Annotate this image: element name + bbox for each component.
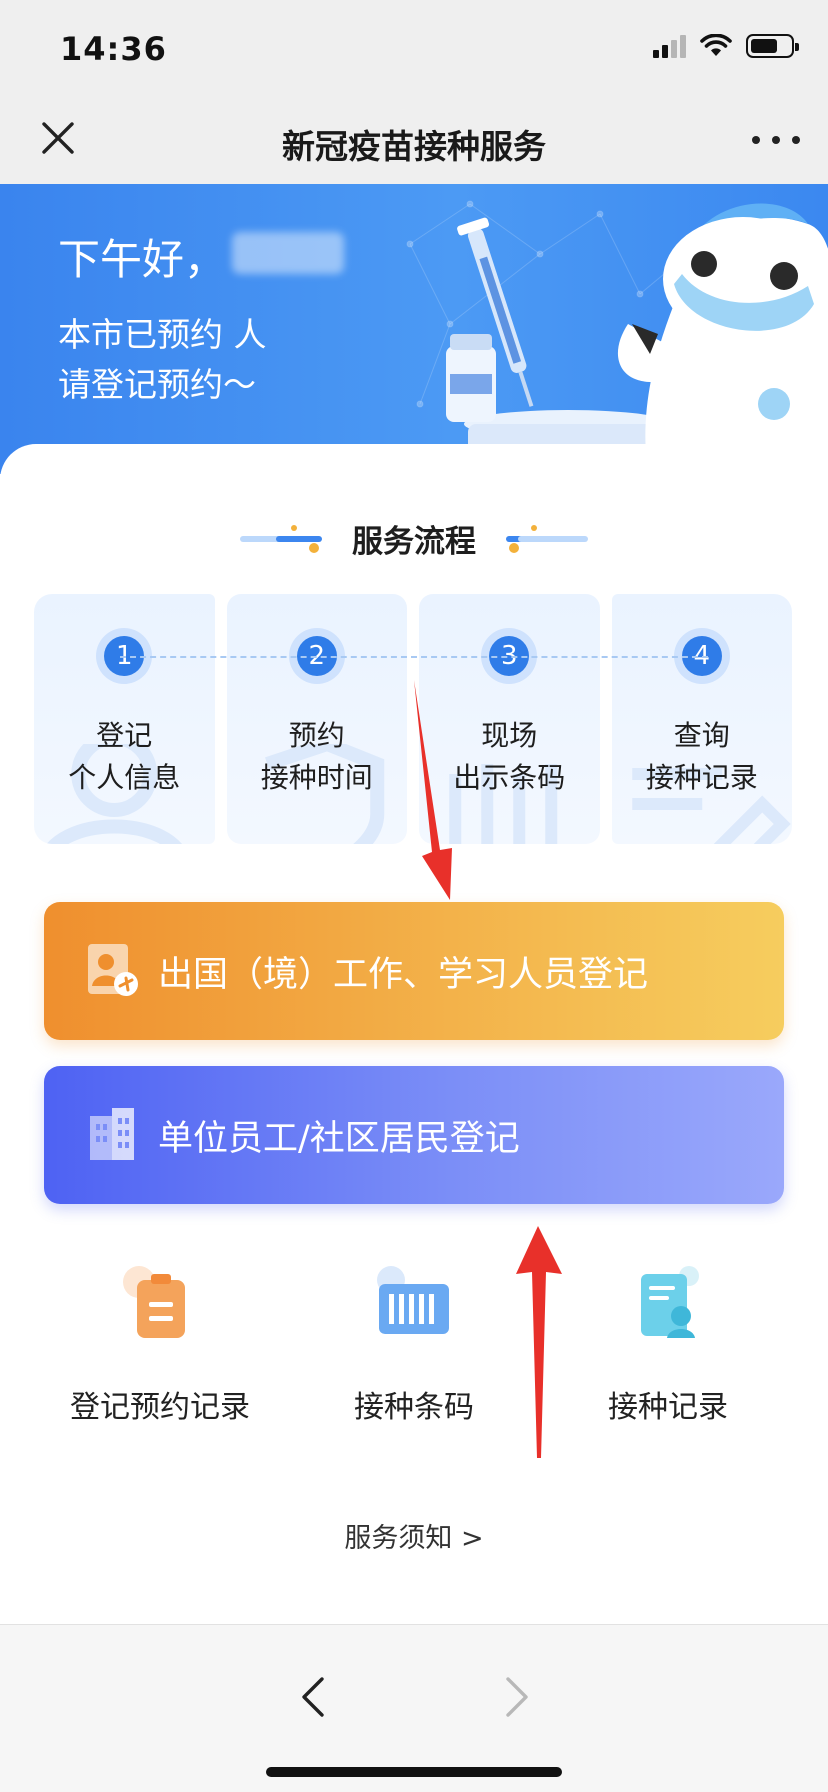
battery-icon <box>746 34 799 58</box>
home-indicator[interactable] <box>266 1767 562 1777</box>
title-decoration-left <box>240 525 322 553</box>
page-title: 新冠疫苗接种服务 <box>282 127 546 166</box>
redacted-name <box>232 232 344 274</box>
status-icons <box>653 34 799 58</box>
greeting-text: 下午好， <box>58 235 227 284</box>
step-book-time: 2 预约 接种时间 <box>226 594 407 844</box>
step-query-record: 4 查询 接种记录 <box>611 594 792 844</box>
annotation-arrow-down <box>414 680 452 900</box>
more-icon[interactable] <box>752 128 800 152</box>
quick-link-label: 接种记录 <box>608 1390 728 1425</box>
abroad-registration-button[interactable]: 出国（境）工作、学习人员登记 <box>44 902 784 1040</box>
step-label: 登记 <box>96 719 153 752</box>
forward-arrow-icon[interactable] <box>498 1675 534 1719</box>
nav-bar: 新冠疫苗接种服务 <box>0 96 828 184</box>
service-card: 服务流程 1 登记 个人信息 2 预约 接种时间 <box>0 444 828 1624</box>
vaccination-barcode-link[interactable]: 接种条码 <box>294 1262 534 1442</box>
step-label: 接种记录 <box>645 761 758 794</box>
register-prompt-text: 请登记预约～ <box>58 365 256 404</box>
step-label: 查询 <box>673 719 730 752</box>
record-icon <box>641 1266 699 1338</box>
status-time: 14:36 <box>60 30 167 68</box>
document-ghost-icon <box>631 768 791 844</box>
welcome-banner: 下午好， 本市已预约 人 请登记预约～ <box>0 184 828 474</box>
passport-person-icon <box>88 944 138 996</box>
back-arrow-icon[interactable] <box>296 1675 332 1719</box>
annotation-arrow-up <box>516 1226 562 1458</box>
vaccination-record-link[interactable]: 接种记录 <box>548 1262 788 1442</box>
close-icon[interactable] <box>36 116 80 160</box>
step-register-info: 1 登记 个人信息 <box>34 594 215 844</box>
quick-link-label: 登记预约记录 <box>70 1390 250 1425</box>
barcode-ghost-icon <box>449 764 558 844</box>
signal-icon <box>653 34 686 58</box>
service-notice-link[interactable]: 服务须知 > <box>344 1523 484 1554</box>
status-bar: 14:36 <box>0 0 828 96</box>
clipboard-icon <box>123 1266 185 1338</box>
step-connector <box>120 656 708 658</box>
quick-link-label: 接种条码 <box>354 1390 474 1425</box>
step-label: 出示条码 <box>453 761 566 794</box>
user-ghost-icon <box>46 744 182 844</box>
step-label: 现场 <box>481 719 538 752</box>
registration-record-link[interactable]: 登记预约记录 <box>40 1262 280 1442</box>
process-title: 服务流程 <box>352 524 476 560</box>
step-label: 个人信息 <box>68 761 181 794</box>
step-label: 预约 <box>288 719 345 752</box>
abroad-registration-label: 出国（境）工作、学习人员登记 <box>158 955 649 995</box>
shield-ghost-icon <box>264 744 384 844</box>
step-label: 接种时间 <box>260 761 373 794</box>
mascot-illustration <box>446 203 828 474</box>
building-icon <box>90 1108 134 1160</box>
title-decoration-right <box>506 525 588 553</box>
unit-community-registration-button[interactable]: 单位员工/社区居民登记 <box>44 1066 784 1204</box>
wifi-icon <box>700 34 732 56</box>
reservation-count-text: 本市已预约 人 <box>58 315 267 354</box>
bottom-toolbar <box>0 1624 828 1792</box>
barcode-icon <box>377 1266 449 1334</box>
unit-community-registration-label: 单位员工/社区居民登记 <box>158 1119 520 1159</box>
